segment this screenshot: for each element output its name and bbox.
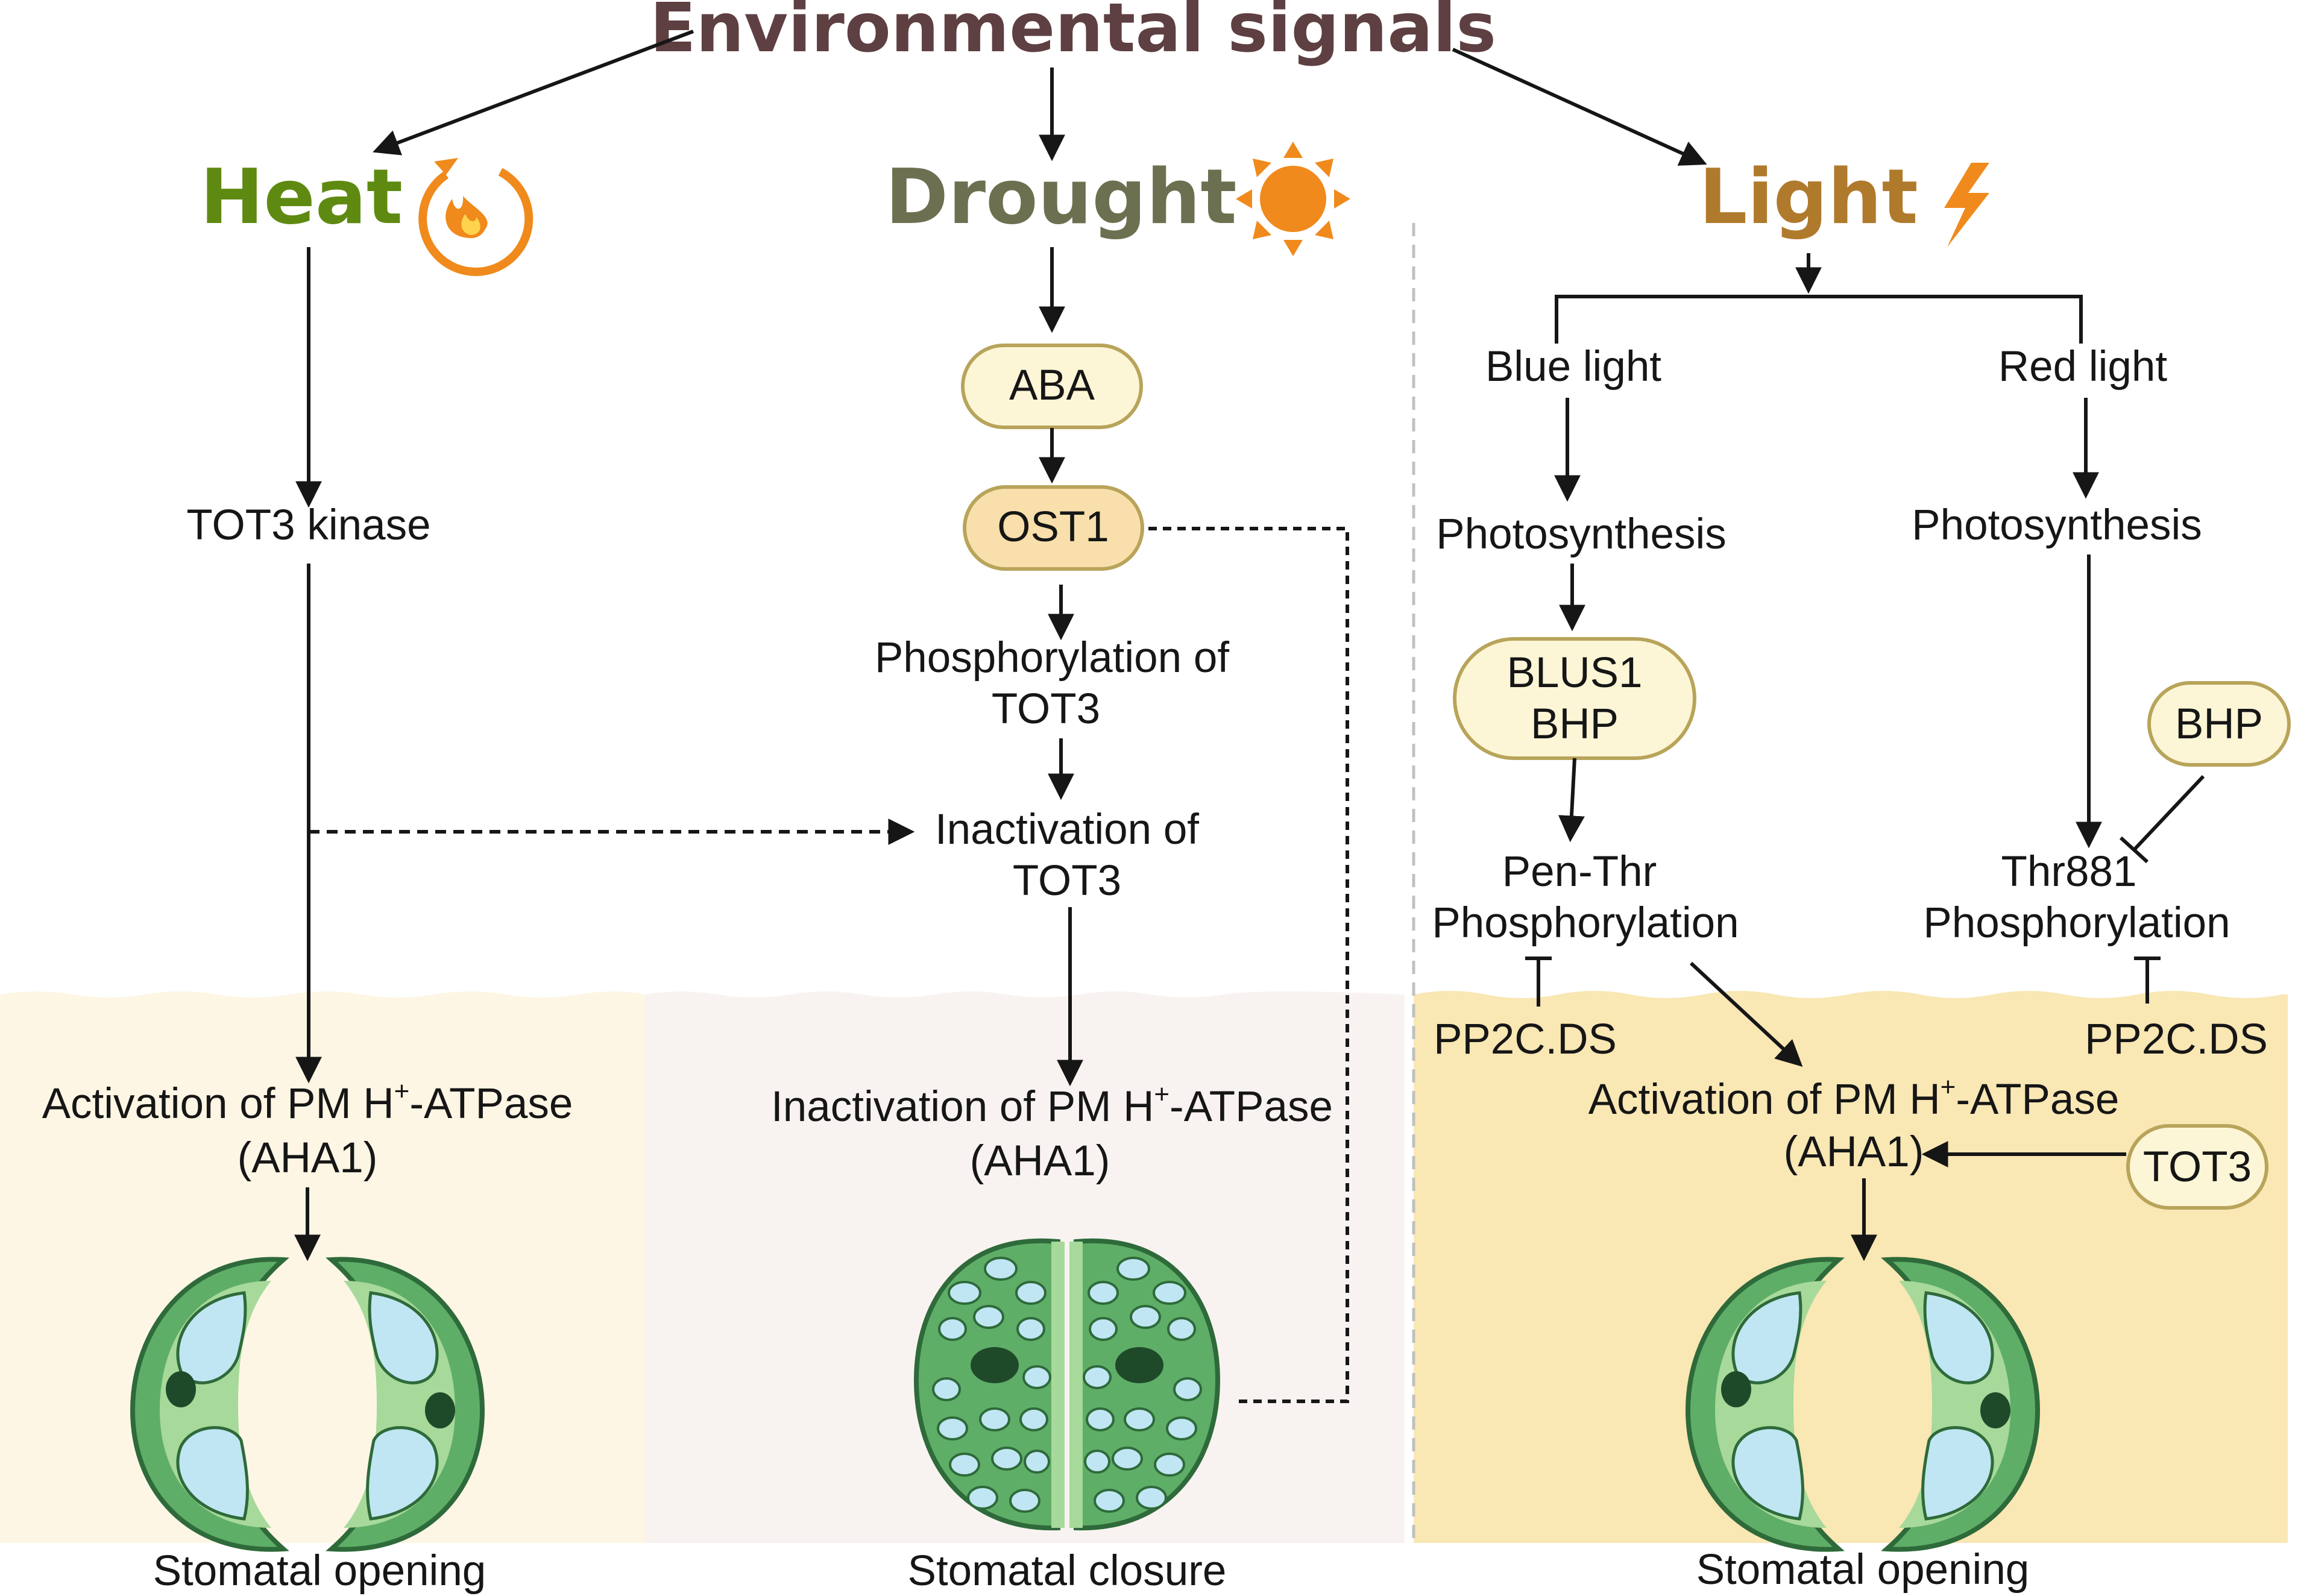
dotted-ost1-to-closure xyxy=(1148,527,1349,1403)
heat-panel xyxy=(0,991,645,1543)
bhp-pill xyxy=(2147,681,2291,767)
aba-text: ABA xyxy=(1009,362,1095,409)
arrow-title-to-heat xyxy=(373,30,694,156)
light-panel xyxy=(1414,991,2288,1543)
open-stomata-light xyxy=(1685,1257,2041,1552)
inhibit-bhp-bar xyxy=(2119,836,2149,864)
arrow-title-to-light xyxy=(1452,48,1707,166)
drought-label: Drought xyxy=(885,152,1236,241)
arrow-blus1-to-penthr xyxy=(1558,758,1585,843)
inhibit-bhp-to-thr881 xyxy=(2132,774,2205,852)
penthr-line2: Phosphorylation xyxy=(1432,899,1739,947)
light-label: Light xyxy=(1699,152,1918,241)
heat-activation-text: Activation of PM H+-ATPase xyxy=(42,1076,573,1128)
bhp-text: BHP xyxy=(2175,700,2263,748)
drought-column: Drought ABA OST1 Phosphorylation of TOT3 xyxy=(771,142,1350,1595)
tot3-pill xyxy=(2126,1124,2268,1210)
light-branch-line xyxy=(1555,295,2083,344)
light-aha1: (AHA1) xyxy=(1784,1128,1924,1176)
tot3-text: TOT3 xyxy=(2143,1143,2252,1191)
inact-line1: Inactivation of xyxy=(935,806,1199,853)
aba-pill xyxy=(961,344,1143,429)
pp2c-right-text: PP2C.DS xyxy=(2085,1016,2268,1063)
arrow-penthr-to-activation xyxy=(1689,961,1803,1067)
drought-outcome: Stomatal closure xyxy=(908,1547,1227,1595)
heat-outcome: Stomatal opening xyxy=(153,1547,486,1595)
fire-cycle-icon xyxy=(418,158,534,276)
thr881-line1: Thr881 xyxy=(2001,848,2137,896)
pp2c-left-text: PP2C.DS xyxy=(1434,1016,1617,1063)
page-title: Environmental signals xyxy=(650,0,1496,68)
ost1-text: OST1 xyxy=(997,503,1109,551)
blus1-line1: BLUS1 xyxy=(1507,649,1643,697)
heat-tot3-kinase: TOT3 kinase xyxy=(186,501,430,549)
light-outcome: Stomatal opening xyxy=(1696,1546,2030,1594)
light-column: Light Blue light Red light Photosynthesi… xyxy=(1432,152,2291,1594)
light-activation-text: Activation of PM H+-ATPase xyxy=(1588,1072,2120,1123)
blus1-line2: BHP xyxy=(1531,700,1619,748)
phos-line1: Phosphorylation of xyxy=(875,634,1229,682)
open-stomata-heat xyxy=(130,1257,485,1552)
heat-label: Heat xyxy=(200,152,403,241)
blue-light-text: Blue light xyxy=(1485,343,1661,391)
sun-icon xyxy=(1236,142,1350,256)
penthr-line1: Pen-Thr xyxy=(1502,848,1657,896)
closed-stomata-drought xyxy=(913,1238,1221,1531)
drought-aha1: (AHA1) xyxy=(970,1137,1110,1185)
photosynthesis-blue: Photosynthesis xyxy=(1436,511,1727,558)
phos-line2: TOT3 xyxy=(992,685,1100,733)
heat-column: Heat TOT3 kinase Activation of PM H+-ATP… xyxy=(42,152,915,1595)
heat-aha1: (AHA1) xyxy=(238,1134,378,1182)
ost1-pill xyxy=(963,485,1144,571)
drought-pm-text: Inactivation of PM H+-ATPase xyxy=(771,1079,1333,1131)
red-light-text: Red light xyxy=(1998,343,2167,391)
inact-line2: TOT3 xyxy=(1013,857,1121,905)
thr881-line2: Phosphorylation xyxy=(1923,899,2230,947)
lightning-icon xyxy=(1944,163,1989,247)
photosynthesis-red: Photosynthesis xyxy=(1912,501,2202,549)
title-arrows xyxy=(373,30,1707,166)
